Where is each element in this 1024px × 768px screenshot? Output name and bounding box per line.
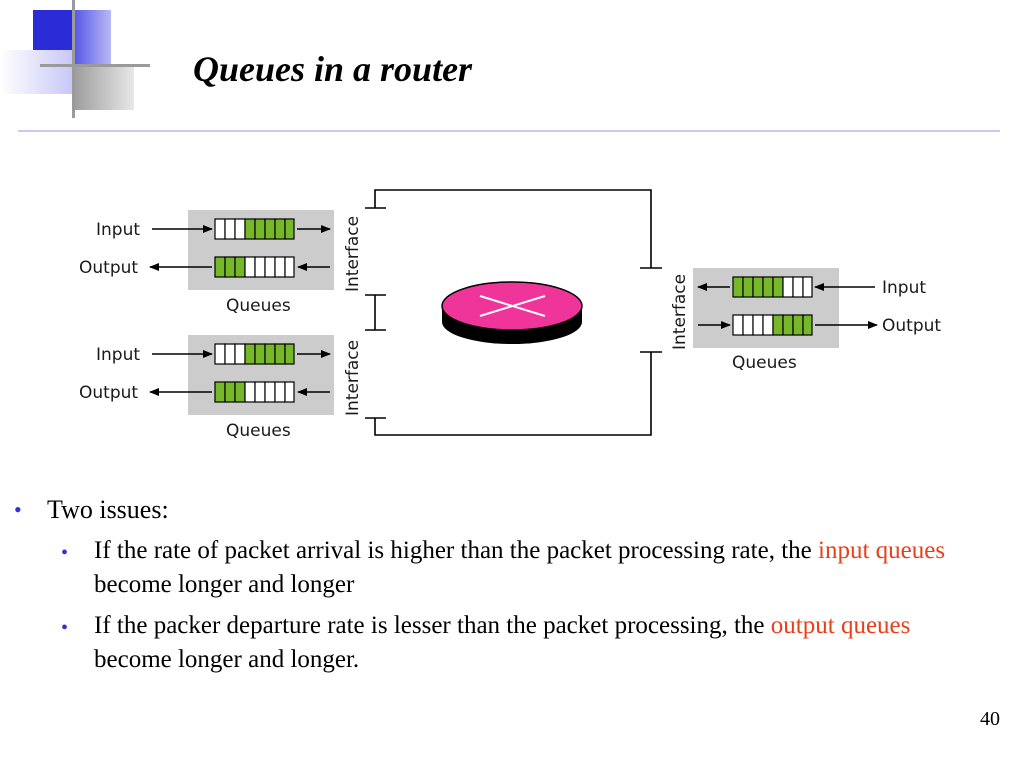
- page-number: 40: [980, 708, 1000, 730]
- interface-label-right: Interface: [670, 274, 690, 350]
- bullet-dot: •: [14, 497, 22, 522]
- bullet-main: Two issues:: [47, 495, 169, 524]
- router-icon: [441, 281, 583, 344]
- queues-label: Queues: [732, 353, 797, 373]
- input-label: Input: [96, 345, 140, 365]
- bullet-item-input-queues: If the rate of packet arrival is higher …: [94, 534, 974, 602]
- bullet-text: become longer and longer: [94, 571, 355, 598]
- highlight-input-queues: input queues: [818, 537, 946, 564]
- bullet-text: If the packer departure rate is lesser t…: [94, 612, 771, 639]
- output-queue: [732, 314, 813, 336]
- queues-label: Queues: [226, 421, 291, 441]
- router-frame: [365, 189, 662, 436]
- output-queue: [214, 381, 295, 403]
- input-queue: [214, 343, 295, 365]
- highlight-output-queues: output queues: [770, 612, 911, 639]
- corner-decoration: [0, 0, 160, 120]
- bullet-text: become longer and longer.: [94, 646, 360, 673]
- router-queues-diagram: Interface Interface Interface: [79, 189, 941, 441]
- queue-group-left-bottom: Input Output Queues: [79, 335, 334, 441]
- title-divider: [18, 130, 1000, 132]
- output-queue: [214, 256, 295, 278]
- input-queue: [214, 218, 295, 240]
- interface-label-left-top: Interface: [343, 216, 363, 292]
- bullet-item-output-queues: If the packer departure rate is lesser t…: [94, 609, 974, 677]
- input-queue: [732, 276, 813, 298]
- bullet-text: If the rate of packet arrival is higher …: [94, 537, 818, 564]
- bullet-dot: •: [61, 542, 69, 564]
- output-label: Output: [79, 383, 138, 403]
- queues-label: Queues: [226, 296, 291, 316]
- output-label: Output: [79, 258, 138, 278]
- input-label: Input: [882, 278, 926, 298]
- queue-group-left-top: Input Output Queues: [79, 210, 334, 316]
- bullet-dot: •: [61, 617, 69, 639]
- slide-title: Queues in a router: [193, 49, 473, 89]
- input-label: Input: [96, 220, 140, 240]
- interface-label-left-bottom: Interface: [343, 340, 363, 416]
- queue-group-right: Input Output Queues: [693, 268, 941, 373]
- output-label: Output: [882, 316, 941, 336]
